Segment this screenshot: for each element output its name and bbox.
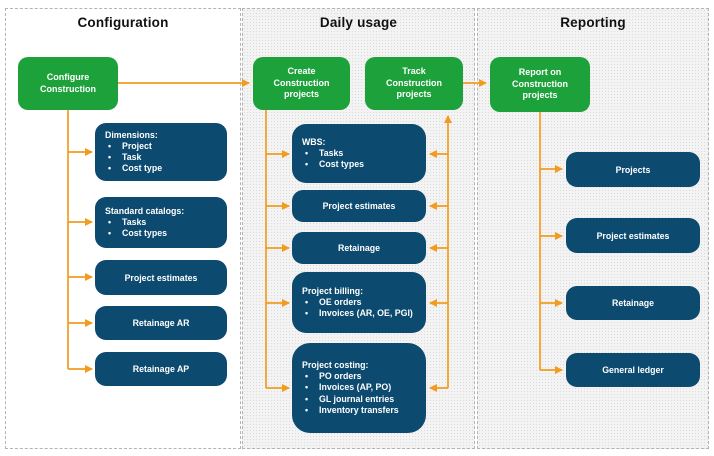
bullet-label: Tasks <box>122 216 147 227</box>
node-track-construction-projects: Track Construction projects <box>365 57 463 110</box>
bullet-dot: • <box>108 152 112 162</box>
node-retainage-daily: Retainage <box>292 232 426 264</box>
node-label: Configure Construction <box>40 71 96 94</box>
bullet-item: • Project <box>105 141 152 152</box>
bullet-dot: • <box>305 308 309 319</box>
bullet-dot: • <box>305 382 309 393</box>
node-standard-catalogs: Standard catalogs: • Tasks • Cost types <box>95 197 227 248</box>
node-label: Project estimates <box>596 230 670 241</box>
node-configure-construction: Configure Construction <box>18 57 118 110</box>
node-label: Projects <box>615 164 651 175</box>
bullet-label: Cost type <box>122 163 163 174</box>
bullet-dot: • <box>305 159 309 170</box>
bullet-item: • Tasks <box>105 217 146 228</box>
bullet-dot: • <box>108 140 112 151</box>
bullet-label: Cost types <box>122 228 167 239</box>
panel-title-reporting: Reporting <box>560 15 626 30</box>
node-project-estimates-daily: Project estimates <box>292 190 426 222</box>
node-label: General ledger <box>602 365 664 375</box>
bullet-label: Invoices (AR, OE, PGI) <box>319 308 413 319</box>
bullet-dot: • <box>108 228 112 239</box>
node-label: Retainage AP <box>132 364 190 374</box>
node-label: Retainage AR <box>132 318 190 328</box>
bullet-label: Task <box>122 152 142 162</box>
panel-title-configuration: Configuration <box>77 15 169 30</box>
bullet-item: • Cost types <box>302 159 364 170</box>
node-label: Project estimates <box>124 272 198 283</box>
node-label: Retainage <box>611 298 655 308</box>
node-title: Project costing: <box>302 359 369 370</box>
bullet-item: • Invoices (AR, OE, PGI) <box>302 308 413 319</box>
node-title: WBS: <box>302 136 326 147</box>
bullet-item: • Cost types <box>105 228 167 239</box>
bullet-dot: • <box>305 147 309 158</box>
panel-title-daily-usage: Daily usage <box>319 15 398 30</box>
bullet-item: • Tasks <box>302 148 343 159</box>
node-label: Report on Construction projects <box>512 66 568 101</box>
bullet-label: Project <box>122 140 152 151</box>
bullet-dot: • <box>305 371 309 382</box>
bullet-dot: • <box>305 393 309 404</box>
node-retainage-ar: Retainage AR <box>95 306 227 340</box>
node-dimensions: Dimensions: • Project • Task • Cost type <box>95 123 227 181</box>
bullet-label: GL journal entries <box>319 393 395 404</box>
bullet-label: Tasks <box>319 147 344 158</box>
node-create-construction-projects: Create Construction projects <box>253 57 350 110</box>
node-label: Project estimates <box>322 201 396 211</box>
node-title: Standard catalogs: <box>105 205 185 216</box>
bullet-label: Cost types <box>319 159 364 170</box>
bullet-item: • Invoices (AP, PO) <box>302 382 391 393</box>
node-label: Retainage <box>337 243 381 253</box>
node-retainage-ap: Retainage AP <box>95 352 227 386</box>
bullet-label: Invoices (AP, PO) <box>319 382 392 393</box>
bullet-item: • Cost type <box>105 163 162 174</box>
bullet-item: • GL journal entries <box>302 394 394 405</box>
bullet-dot: • <box>108 163 112 174</box>
bullet-item: • Inventory transfers <box>302 405 399 416</box>
bullet-item: • PO orders <box>302 371 362 382</box>
bullet-item: • Task <box>105 152 141 163</box>
bullet-label: OE orders <box>319 296 362 307</box>
node-title: Dimensions: <box>105 129 158 140</box>
bullet-label: Inventory transfers <box>319 404 399 415</box>
bullet-dot: • <box>305 296 309 307</box>
node-project-estimates-report: Project estimates <box>566 218 700 253</box>
node-project-costing: Project costing: • PO orders • Invoices (A… <box>292 343 426 433</box>
node-title: Project billing: <box>302 285 364 296</box>
node-projects-report: Projects <box>566 152 700 187</box>
node-label: Create Construction projects <box>273 65 330 100</box>
node-report-on-construction-projects: Report on Construction projects <box>490 57 590 112</box>
node-retainage-report: Retainage <box>566 286 700 320</box>
node-general-ledger-report: General ledger <box>566 353 700 387</box>
node-label: Track Construction projects <box>386 65 442 100</box>
bullet-item: • OE orders <box>302 297 362 308</box>
node-project-billing: Project billing: • OE orders • Invoices (A… <box>292 272 426 333</box>
bullet-label: PO orders <box>319 371 362 382</box>
node-project-estimates-config: Project estimates <box>95 260 227 295</box>
bullet-dot: • <box>305 404 309 415</box>
node-wbs: WBS: • Tasks • Cost types <box>292 124 426 183</box>
bullet-dot: • <box>108 216 112 227</box>
